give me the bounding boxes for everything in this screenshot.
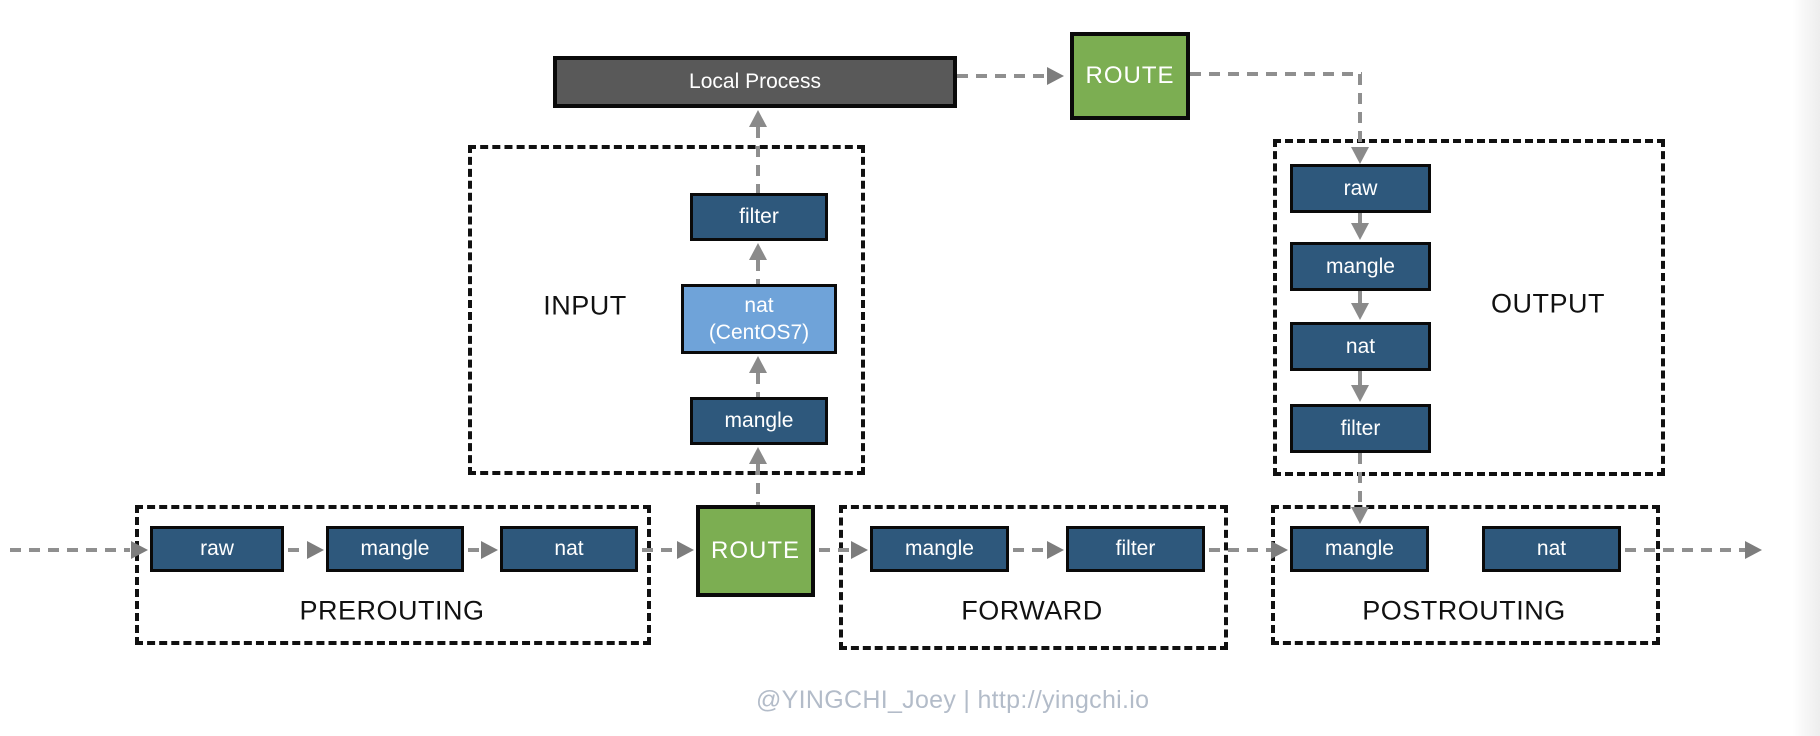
output-region (1273, 139, 1665, 476)
arrowhead-right-icon (1745, 541, 1762, 559)
arrowhead-right-icon (677, 541, 694, 559)
forward-region (839, 505, 1228, 650)
arrowhead-right-icon (1047, 541, 1064, 559)
local-process-box: Local Process (553, 56, 957, 108)
arrowhead-up-icon (749, 447, 767, 464)
flow-nat-to-filter-stem (1358, 371, 1362, 385)
flow-mangle-to-nat-line (756, 373, 760, 397)
arrowhead-right-icon (851, 541, 868, 559)
arrowhead-right-icon (1271, 541, 1288, 559)
arrowhead-up-icon (749, 243, 767, 260)
input-region (468, 145, 865, 475)
arrowhead-right-icon (481, 541, 498, 559)
arrowhead-right-icon (307, 541, 324, 559)
route-top-box: ROUTE (1070, 32, 1190, 120)
prerouting-mangle-box: mangle (326, 526, 464, 572)
prerouting-raw-box: raw (150, 526, 284, 572)
prerouting-nat-box: nat (500, 526, 638, 572)
input-nat-line1: nat (744, 293, 774, 317)
arrowhead-up-icon (749, 110, 767, 127)
flow-route-to-input-mangle-line (756, 464, 760, 505)
postrouting-region (1271, 505, 1660, 645)
output-filter-box: filter (1290, 404, 1431, 453)
prerouting-region-label: PREROUTING (299, 595, 485, 626)
forward-mangle-box: mangle (870, 526, 1009, 572)
arrowhead-right-icon (1047, 67, 1064, 85)
input-nat-line2: (CentOS7) (708, 321, 810, 344)
route-main-box: ROUTE (696, 505, 815, 597)
output-region-label: OUTPUT (1491, 288, 1605, 319)
flow-localprocess-to-route-line (957, 74, 1047, 78)
flow-exit-line (1625, 548, 1745, 552)
forward-region-label: FORWARD (961, 595, 1103, 626)
flow-raw-to-mangle-line (288, 548, 307, 552)
postrouting-region-label: POSTROUTING (1362, 595, 1566, 626)
right-edge-shading (1792, 0, 1820, 736)
flow-nat-to-filter-line (756, 260, 760, 284)
forward-filter-box: filter (1066, 526, 1205, 572)
postrouting-nat-box: nat (1482, 526, 1621, 572)
arrowhead-down-icon (1351, 385, 1369, 402)
prerouting-region (135, 505, 651, 645)
postrouting-mangle-box: mangle (1290, 526, 1429, 572)
arrowhead-right-icon (131, 541, 148, 559)
input-region-label: INPUT (543, 290, 627, 321)
arrowhead-up-icon (749, 356, 767, 373)
flow-route-to-forward-line (819, 548, 851, 552)
flow-output-to-postrouting-line (1358, 453, 1362, 507)
flow-nat-to-route-line (642, 548, 677, 552)
arrowhead-down-icon (1351, 507, 1369, 524)
input-mangle-box: mangle (690, 397, 828, 445)
flow-mangle-to-filter-line (1013, 548, 1047, 552)
output-mangle-box: mangle (1290, 242, 1431, 291)
flow-raw-to-mangle-stem (1358, 213, 1362, 223)
input-filter-box: filter (690, 193, 828, 241)
flow-route-to-output-vline (1358, 74, 1362, 147)
flow-mangle-to-nat-line (468, 548, 481, 552)
flow-filter-to-localprocess-line (756, 127, 760, 193)
flow-entry-line (10, 548, 130, 552)
output-nat-box: nat (1290, 322, 1431, 371)
output-raw-box: raw (1290, 164, 1431, 213)
flow-mangle-to-nat-stem (1358, 291, 1362, 303)
flow-forward-to-postrouting-line (1209, 548, 1271, 552)
input-nat-centos7-box: nat (CentOS7) (681, 284, 837, 354)
flow-route-to-output-hline (1190, 72, 1362, 76)
footer-attribution: @YINGCHI_Joey | http://yingchi.io (756, 686, 1150, 714)
arrowhead-down-icon (1351, 147, 1369, 164)
arrowhead-down-icon (1351, 303, 1369, 320)
arrowhead-down-icon (1351, 223, 1369, 240)
